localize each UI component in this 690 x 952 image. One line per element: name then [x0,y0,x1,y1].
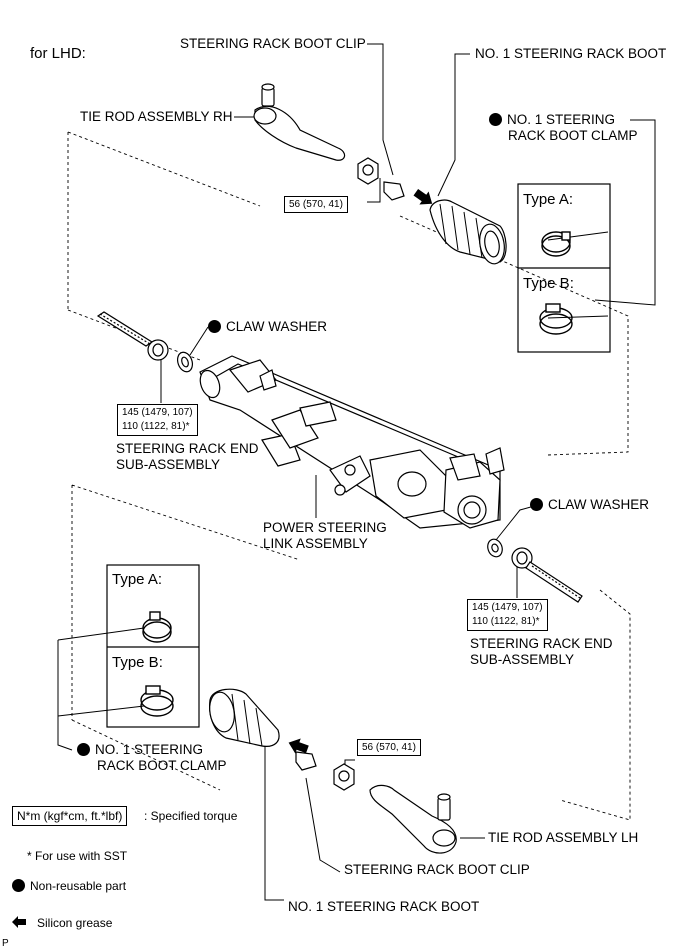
legend-silicon-grease: Silicon grease [37,916,113,930]
power-steering-link-assembly [199,355,505,529]
label-boot-clamp-top-line2: RACK BOOT CLAMP [508,128,638,143]
label-claw-washer-left: CLAW WASHER [208,319,327,335]
non-reusable-marker-icon [77,743,90,756]
label-rack-end-right-line2: SUB-ASSEMBLY [470,652,575,667]
label-link-assembly: POWER STEERING [263,520,387,535]
type-b-bottom: Type B: [112,654,163,671]
label-boot-clamp-bottom: NO. 1 STEERING [77,742,203,758]
legend-torque-desc: : Specified torque [144,809,238,823]
type-a-bottom: Type A: [112,571,163,588]
type-a-top: Type A: [523,191,574,208]
torque-rack-end-right: 145 (1479, 107) 110 (1122, 81)* [467,599,548,631]
label-boot-clamp-top: NO. 1 STEERING [489,112,615,128]
label-boot-clip-bottom: STEERING RACK BOOT CLIP [344,862,530,877]
type-b-top: Type B: [523,275,574,292]
label-boot-clip-top: STEERING RACK BOOT CLIP [180,36,366,51]
label-rack-end-left: STEERING RACK END [116,441,259,456]
label-boot-top: NO. 1 STEERING RACK BOOT [475,46,667,61]
torque-nut-top: 56 (570, 41) [284,196,348,213]
torque-rack-end-left: 145 (1479, 107) 110 (1122, 81)* [117,404,198,436]
legend-non-reusable: Non-reusable part [12,878,126,894]
legend-sst-note: * For use with SST [27,849,128,863]
label-boot-clamp-bottom-line2: RACK BOOT CLAMP [97,758,227,773]
label-rack-end-left-line2: SUB-ASSEMBLY [116,457,221,472]
label-link-assembly-line2: LINK ASSEMBLY [263,536,368,551]
rack-boot-top [429,199,507,265]
label-rack-end-right: STEERING RACK END [470,636,613,651]
non-reusable-dot-icon [12,879,25,892]
nut-top [357,157,379,185]
legend-torque-unit-box: N*m (kgf*cm, ft.*lbf) [12,806,128,826]
rack-boot-bottom [209,688,280,747]
corner-mark: P [2,938,9,949]
non-reusable-marker-icon [489,113,502,126]
variant-label: for LHD: [30,45,86,62]
label-boot-bottom: NO. 1 STEERING RACK BOOT [288,899,480,914]
torque-nut-bottom: 56 (570, 41) [357,739,421,756]
label-tie-rod-lh: TIE ROD ASSEMBLY LH [488,830,639,845]
non-reusable-marker-icon [530,498,543,511]
non-reusable-marker-icon [208,320,221,333]
label-claw-washer-right: CLAW WASHER [530,497,649,513]
label-tie-rod-rh: TIE ROD ASSEMBLY RH [80,109,233,124]
